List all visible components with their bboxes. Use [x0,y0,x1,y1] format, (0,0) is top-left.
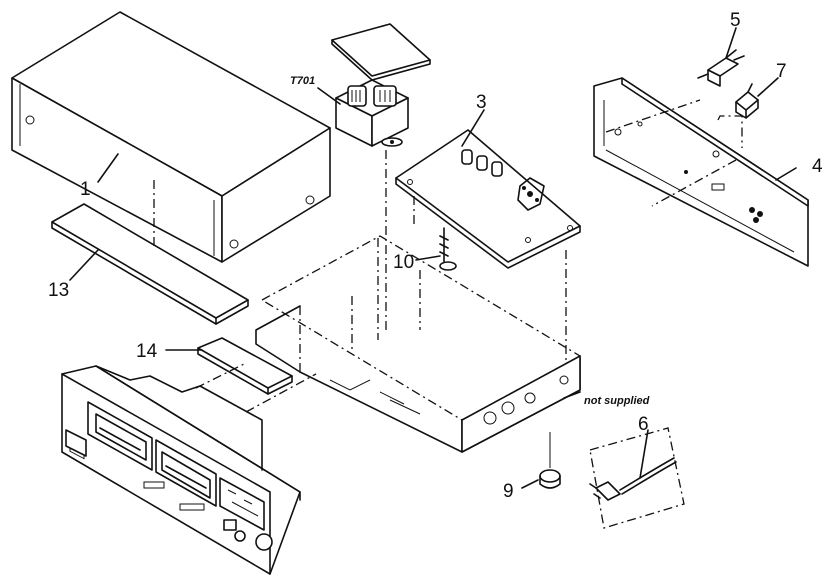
label-part-5: 5 [730,10,741,31]
cover-insulator-part [51,203,249,325]
top-cover-part [11,11,331,263]
insulator-sheet-part-14 [197,337,293,395]
main-circuit-board [395,129,581,269]
label-part-3: 3 [476,92,487,113]
leader-lines [69,27,797,489]
label-transformer: T701 [290,75,315,87]
label-part-1: 1 [80,179,91,200]
power-cord-part-6 [589,427,685,529]
label-part-14: 14 [136,341,158,362]
transformer-t701 [331,23,431,147]
fastener-part-10 [439,227,457,271]
switch-part-5 [697,49,745,87]
label-part-9: 9 [503,481,514,502]
rear-panel-part [593,77,809,267]
foot-part-9 [539,432,561,489]
label-part-6: 6 [638,414,649,435]
label-part-13: 13 [48,280,69,301]
front-panel-part [61,365,301,575]
connector-part-7 [735,83,759,119]
label-part-7: 7 [776,61,787,82]
part-labels: 1 13 3 4 5 7 10 14 9 6 T701 not supplied [48,10,823,502]
label-part-10: 10 [393,252,414,273]
chassis-frame [255,235,582,453]
label-part-4: 4 [812,156,823,177]
assembly-lines [153,150,567,413]
label-not-supplied: not supplied [584,395,650,407]
